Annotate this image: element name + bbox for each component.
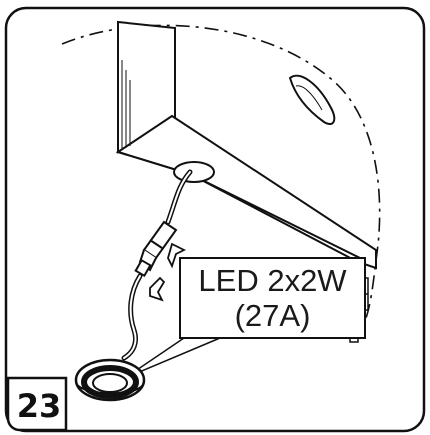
- step-number-box: [6, 376, 68, 432]
- cable-hole: [173, 161, 215, 183]
- callout-box: [179, 257, 366, 339]
- connect-arrows: [149, 242, 187, 302]
- handle-cutout: [288, 74, 336, 125]
- step-number: 23: [16, 387, 62, 425]
- cabinet-edge-shading: [121, 60, 131, 150]
- arrow-down: [149, 276, 166, 302]
- panel-frame: [4, 6, 426, 433]
- led-spotlight: [74, 358, 146, 402]
- cable-connector: [134, 220, 178, 278]
- arrow-up: [167, 242, 187, 269]
